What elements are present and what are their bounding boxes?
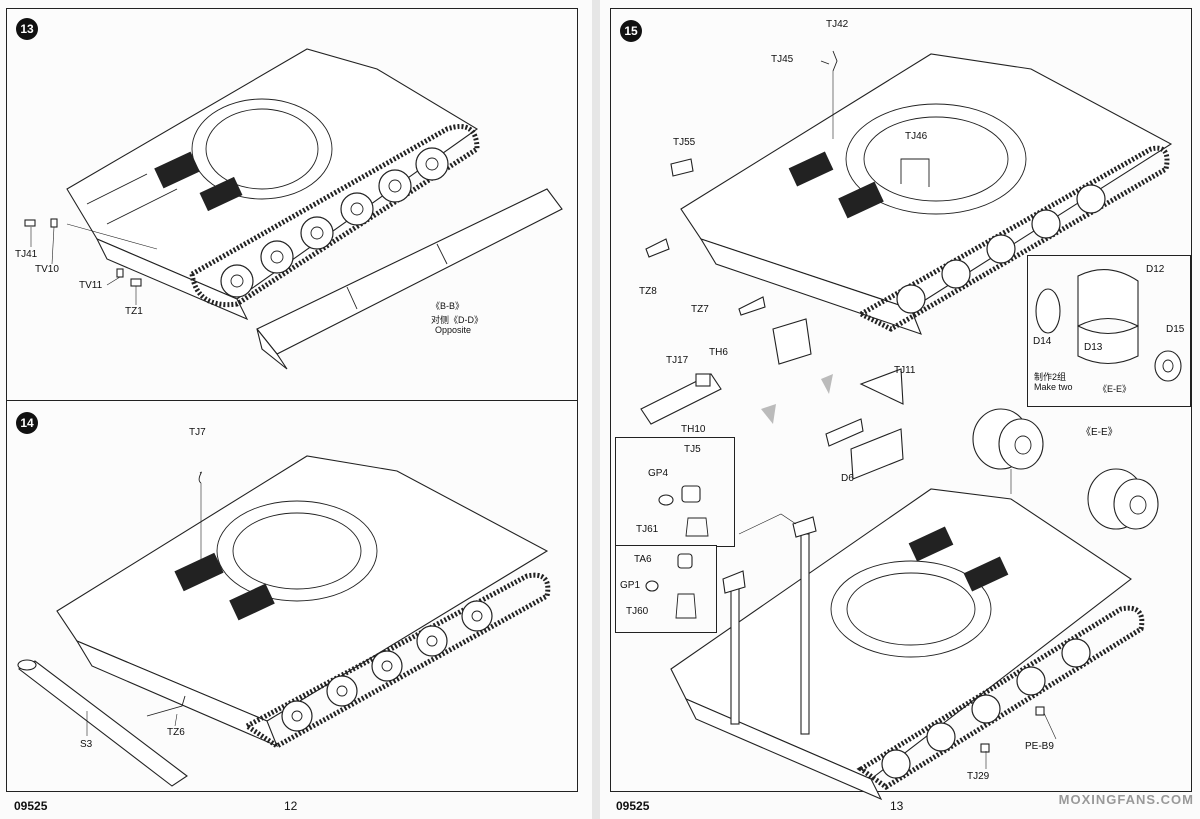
- footer-code: 09525: [616, 799, 650, 813]
- view-label-bb: 《B-B》: [431, 301, 465, 311]
- inset-ee-title: 《E-E》: [1098, 384, 1132, 394]
- part-label-ta6: TA6: [634, 554, 652, 565]
- part-label-tj61: TJ61: [636, 524, 659, 535]
- hook-assembly-drawing: [658, 485, 709, 537]
- part-label-th10: TH10: [681, 424, 706, 435]
- part-label-tj11: TJ11: [894, 365, 916, 376]
- part-label-tz8: TZ8: [639, 286, 657, 297]
- part-label-tj45: TJ45: [771, 54, 794, 65]
- part-label-tz7: TZ7: [691, 304, 709, 315]
- make-two-cn: 制作2组: [1034, 372, 1067, 382]
- part-label-tj60: TJ60: [626, 606, 649, 617]
- part-label-tj29: TJ29: [967, 771, 990, 782]
- part-label-d6: D6: [841, 473, 854, 484]
- inset-ee-panel: D12 D14 D13 D15 制作2组 Make two 《E-E》: [1027, 255, 1191, 407]
- step-15-panel: 15: [610, 8, 1192, 801]
- part-label-d14: D14: [1033, 336, 1052, 347]
- page-number: 13: [890, 799, 904, 813]
- part-label-d12: D12: [1146, 264, 1165, 275]
- part-label-tv11: TV11: [79, 280, 103, 291]
- hook-assembly-drawing-2: [645, 553, 697, 619]
- part-label-gp1: GP1: [620, 580, 641, 591]
- step-number-badge: 14: [16, 412, 38, 434]
- inset-tj5-panel: TJ5 GP4 TJ61: [615, 437, 735, 547]
- part-label-gp4: GP4: [648, 468, 669, 479]
- part-label-s3: S3: [80, 739, 93, 750]
- part-label-tj7: TJ7: [189, 427, 206, 438]
- make-two-note: Make two: [1034, 382, 1073, 392]
- right-page: 15: [600, 0, 1200, 819]
- step-14-panel: 14 TJ7: [6, 400, 578, 792]
- part-label-tj55: TJ55: [673, 137, 696, 148]
- view-label-ee: 《E-E》: [1081, 427, 1118, 438]
- page-number: 12: [284, 799, 298, 813]
- watermark-logo: MOXINGFANS.COM: [1058, 792, 1194, 807]
- step-number-badge: 13: [16, 18, 38, 40]
- tank-hull-assembly-drawing: [640, 50, 1173, 801]
- step-number-badge: 15: [620, 20, 642, 42]
- part-label-th6: TH6: [709, 347, 728, 358]
- footer-code: 09525: [14, 799, 48, 813]
- part-label-tj46: TJ46: [905, 131, 928, 142]
- part-label-tz1: TZ1: [125, 306, 143, 317]
- part-label-tj17: TJ17: [666, 355, 689, 366]
- step-13-panel: 13: [6, 8, 578, 402]
- tank-hull-with-tracks-drawing: [24, 48, 563, 370]
- left-page: 13: [0, 0, 593, 819]
- opposite-note: Opposite: [435, 325, 472, 335]
- part-label-tv10: TV10: [35, 264, 59, 275]
- part-label-d13: D13: [1084, 342, 1103, 353]
- page-gutter: [592, 0, 600, 819]
- part-label-tj41: TJ41: [15, 249, 38, 260]
- tank-hull-rear-drawing: [17, 455, 551, 787]
- view-label-dd: 对侧《D-D》: [431, 315, 483, 325]
- part-label-pe-b9: PE-B9: [1025, 741, 1054, 752]
- part-label-d15: D15: [1166, 324, 1185, 335]
- inset-ta6-panel: TA6 GP1 TJ60: [615, 545, 717, 633]
- part-label-tj5: TJ5: [684, 444, 701, 455]
- part-label-tz6: TZ6: [167, 727, 185, 738]
- part-label-tj42: TJ42: [826, 19, 849, 30]
- drum-exploded-view: [1035, 269, 1182, 382]
